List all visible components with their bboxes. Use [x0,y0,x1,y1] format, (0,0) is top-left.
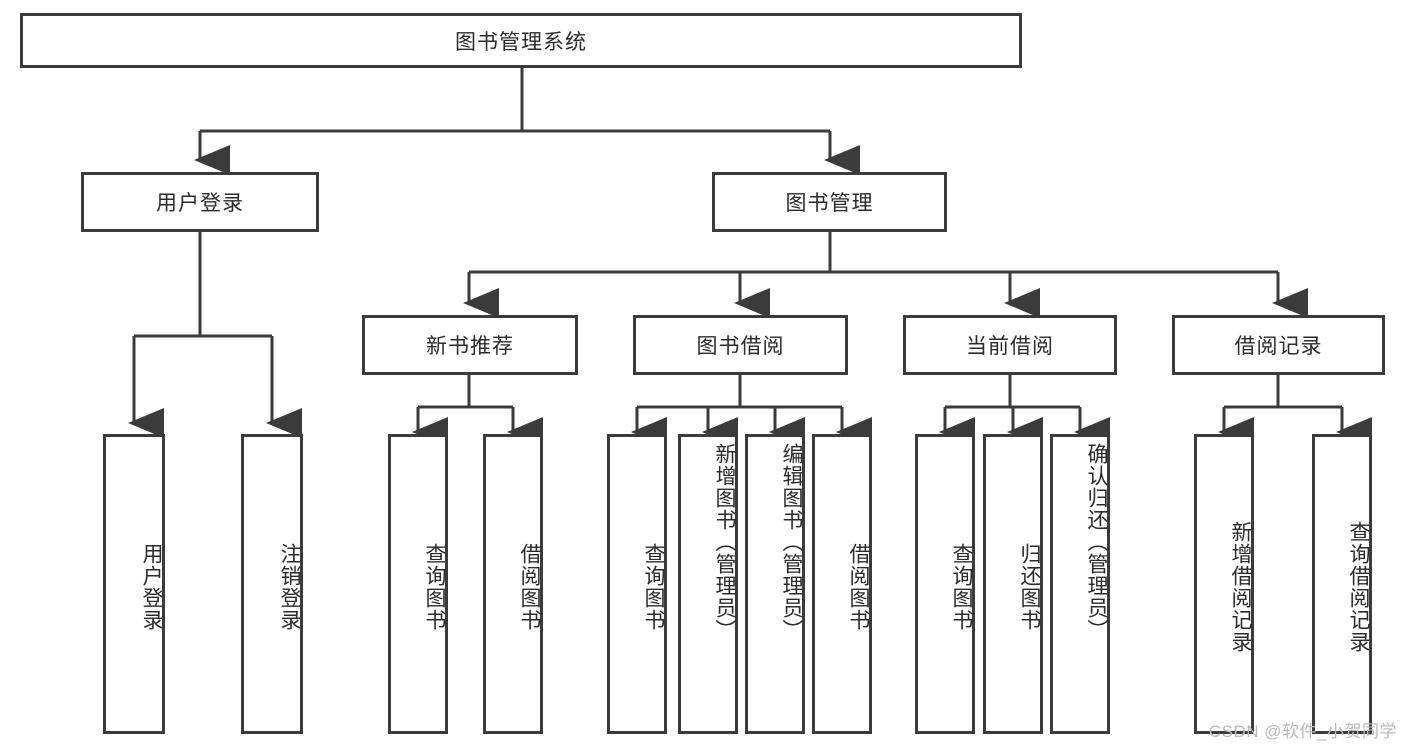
node-leaf-add-record[interactable]: 新增借阅记录 [1194,434,1254,734]
node-book-management-label: 图书管理 [785,192,874,215]
node-leaf-query-book-3-label: 查询图书 [950,543,973,631]
node-current-borrow-label: 当前借阅 [966,335,1054,358]
node-leaf-query-book-2[interactable]: 查询图书 [607,434,667,734]
node-leaf-return-book-label: 归还图书 [1018,543,1041,631]
node-leaf-logout[interactable]: 注销登录 [241,434,303,734]
node-leaf-confirm-return-label: 确认归还（管理员） [1085,443,1108,641]
node-current-borrow[interactable]: 当前借阅 [903,315,1117,375]
node-leaf-user-login[interactable]: 用户登录 [103,434,165,734]
node-user-login[interactable]: 用户登录 [81,172,319,232]
node-leaf-query-record[interactable]: 查询借阅记录 [1312,434,1372,734]
watermark: CSDN @软件_小贺同学 [1208,722,1397,741]
node-leaf-borrow-book-2[interactable]: 借阅图书 [812,434,872,734]
node-leaf-borrow-book-1[interactable]: 借阅图书 [483,434,543,734]
node-leaf-borrow-book-2-label: 借阅图书 [847,543,870,631]
node-leaf-query-record-label: 查询借阅记录 [1347,521,1370,653]
node-leaf-edit-book[interactable]: 编辑图书（管理员） [745,434,805,734]
node-leaf-edit-book-label: 编辑图书（管理员） [780,443,803,641]
node-book-borrow-label: 图书借阅 [696,335,785,358]
node-user-login-label: 用户登录 [156,192,244,215]
node-leaf-borrow-book-1-label: 借阅图书 [518,543,541,631]
node-book-management[interactable]: 图书管理 [712,172,947,232]
node-leaf-query-book-1[interactable]: 查询图书 [388,434,448,734]
node-leaf-return-book[interactable]: 归还图书 [983,434,1043,734]
node-leaf-user-login-label: 用户登录 [140,543,163,631]
node-new-book-recommend[interactable]: 新书推荐 [362,315,578,375]
node-leaf-confirm-return[interactable]: 确认归还（管理员） [1050,434,1110,734]
node-root-label: 图书管理系统 [455,30,587,54]
node-leaf-query-book-3[interactable]: 查询图书 [915,434,975,734]
node-leaf-query-book-2-label: 查询图书 [642,543,665,631]
node-leaf-add-record-label: 新增借阅记录 [1229,521,1252,653]
node-borrow-record-label: 借阅记录 [1234,335,1323,358]
node-leaf-logout-label: 注销登录 [278,543,301,631]
node-leaf-query-book-1-label: 查询图书 [423,543,446,631]
node-book-borrow[interactable]: 图书借阅 [633,315,848,375]
node-new-book-recommend-label: 新书推荐 [426,335,514,358]
node-leaf-add-book-label: 新增图书（管理员） [713,443,736,641]
node-root[interactable]: 图书管理系统 [20,13,1022,68]
node-borrow-record[interactable]: 借阅记录 [1172,315,1385,375]
node-leaf-add-book[interactable]: 新增图书（管理员） [678,434,738,734]
